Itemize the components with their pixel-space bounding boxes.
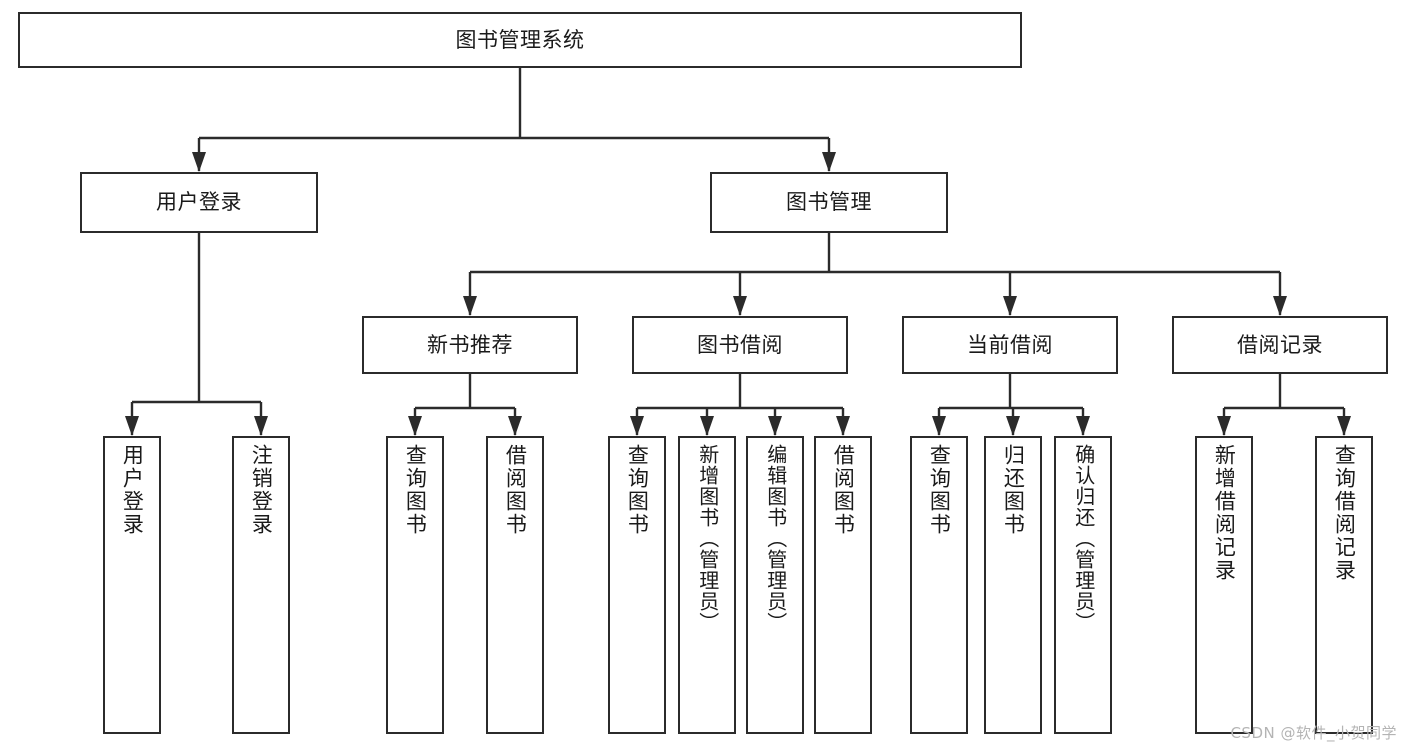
connector-arrow-icon: [254, 416, 268, 436]
connector-arrow-icon: [932, 416, 946, 436]
node-label: 归还图书: [1001, 444, 1026, 536]
node-label: 用户登录: [120, 444, 145, 536]
node-label: 查询图书: [625, 444, 650, 536]
connector-arrow-icon: [508, 416, 522, 436]
connector-arrow-icon: [1076, 416, 1090, 436]
connector-arrow-icon: [1003, 296, 1017, 316]
node-leaf-cur-1[interactable]: 查询图书: [910, 436, 968, 734]
node-label: 确认归还（管理员）: [1071, 444, 1096, 633]
node-leaf-new-1[interactable]: 查询图书: [386, 436, 444, 734]
connector-arrow-icon: [630, 416, 644, 436]
node-label: 新增借阅记录: [1212, 444, 1237, 582]
node-leaf-cur-2[interactable]: 归还图书: [984, 436, 1042, 734]
connector-arrow-icon: [463, 296, 477, 316]
node-leaf-cur-3[interactable]: 确认归还（管理员）: [1054, 436, 1112, 734]
node-leaf-login-1[interactable]: 用户登录: [103, 436, 161, 734]
node-leaf-login-2[interactable]: 注销登录: [232, 436, 290, 734]
connector-arrow-icon: [125, 416, 139, 436]
node-label: 查询图书: [927, 444, 952, 536]
node-leaf-borrow-4[interactable]: 借阅图书: [814, 436, 872, 734]
node-leaf-borrow-2[interactable]: 新增图书（管理员）: [678, 436, 736, 734]
connector-arrow-icon: [408, 416, 422, 436]
node-label: 新书推荐: [427, 332, 513, 357]
node-label: 借阅图书: [503, 444, 528, 536]
node-leaf-borrow-3[interactable]: 编辑图书（管理员）: [746, 436, 804, 734]
connector-arrow-icon: [1006, 416, 1020, 436]
node-newbook[interactable]: 新书推荐: [362, 316, 578, 374]
node-label: 借阅图书: [831, 444, 856, 536]
node-leaf-borrow-1[interactable]: 查询图书: [608, 436, 666, 734]
node-leaf-rec-1[interactable]: 新增借阅记录: [1195, 436, 1253, 734]
connector-arrow-icon: [1273, 296, 1287, 316]
node-leaf-rec-2[interactable]: 查询借阅记录: [1315, 436, 1373, 734]
node-login[interactable]: 用户登录: [80, 172, 318, 233]
node-label: 查询借阅记录: [1332, 444, 1357, 582]
connector-arrow-icon: [700, 416, 714, 436]
connector-arrow-icon: [836, 416, 850, 436]
node-label: 用户登录: [156, 190, 242, 215]
node-bookmgmt[interactable]: 图书管理: [710, 172, 948, 233]
connector-arrow-icon: [822, 152, 836, 172]
node-root[interactable]: 图书管理系统: [18, 12, 1022, 68]
connector-arrow-icon: [768, 416, 782, 436]
connector-arrow-icon: [733, 296, 747, 316]
node-label: 当前借阅: [967, 332, 1053, 357]
node-borrow[interactable]: 图书借阅: [632, 316, 848, 374]
node-current[interactable]: 当前借阅: [902, 316, 1118, 374]
node-label: 图书借阅: [697, 332, 783, 357]
node-label: 编辑图书（管理员）: [763, 444, 788, 633]
connector-arrow-icon: [192, 152, 206, 172]
node-label: 注销登录: [249, 444, 274, 536]
node-leaf-new-2[interactable]: 借阅图书: [486, 436, 544, 734]
node-label: 借阅记录: [1237, 332, 1323, 357]
node-label: 查询图书: [403, 444, 428, 536]
connector-arrow-icon: [1337, 416, 1351, 436]
node-label: 图书管理系统: [455, 27, 585, 52]
node-label: 图书管理: [786, 190, 872, 215]
node-records[interactable]: 借阅记录: [1172, 316, 1388, 374]
node-label: 新增图书（管理员）: [695, 444, 720, 633]
connector-arrow-icon: [1217, 416, 1231, 436]
watermark: CSDN @软件_小贺同学: [1230, 724, 1397, 742]
